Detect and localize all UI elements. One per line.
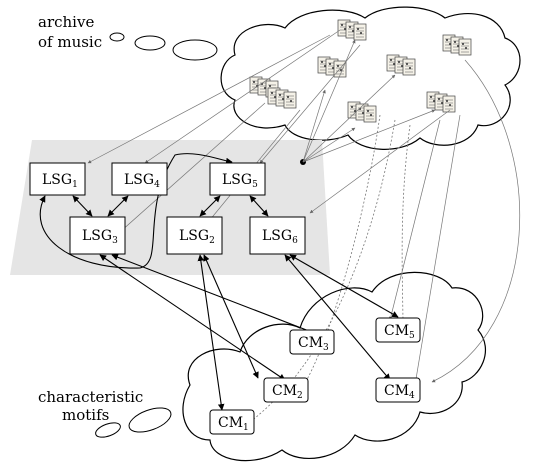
lsg-node-6: LSG6 [249, 216, 306, 255]
svg-text:CM2: CM2 [272, 383, 303, 401]
curved-connectors [39, 153, 233, 269]
svg-text:LSG2: LSG2 [179, 228, 215, 246]
archive-bubble-large [172, 39, 218, 61]
svg-text:LSG1: LSG1 [42, 172, 78, 190]
archive-links [87, 29, 520, 386]
svg-text:LSG5: LSG5 [222, 172, 258, 190]
lsg-node-2: LSG2 [166, 216, 223, 255]
svg-text:LSG3: LSG3 [82, 228, 118, 246]
archive-bubble-small [109, 32, 125, 42]
motifs-caption-line1: characteristic [38, 388, 143, 406]
motifs-caption-line2: motifs [62, 406, 109, 424]
archive-cloud [220, 6, 521, 150]
lsg-node-1: LSG1 [29, 162, 86, 196]
cm-node-5: CM5 [375, 317, 421, 343]
archive-bubble-medium [134, 35, 166, 51]
cm-node-4: CM4 [375, 377, 421, 403]
archive-caption-line1: archive [38, 13, 94, 31]
svg-text:CM1: CM1 [218, 415, 249, 433]
lsg-node-4: LSG4 [111, 162, 168, 196]
lsg-node-3: LSG3 [69, 216, 126, 255]
svg-text:LSG6: LSG6 [262, 228, 298, 246]
motif-bubble-large [128, 407, 172, 433]
cm-node-2: CM2 [263, 377, 309, 403]
lsg-region [10, 140, 330, 275]
cm-node-1: CM1 [209, 409, 255, 435]
lsg-node-5: LSG5 [209, 162, 266, 196]
cm-node-3: CM3 [289, 329, 335, 355]
svg-text:CM4: CM4 [384, 383, 415, 401]
motif-bubble-small [95, 422, 121, 438]
archive-caption-line2: of music [38, 33, 102, 51]
svg-text:CM3: CM3 [298, 335, 329, 353]
svg-text:LSG4: LSG4 [124, 172, 160, 190]
svg-text:CM5: CM5 [384, 323, 415, 341]
